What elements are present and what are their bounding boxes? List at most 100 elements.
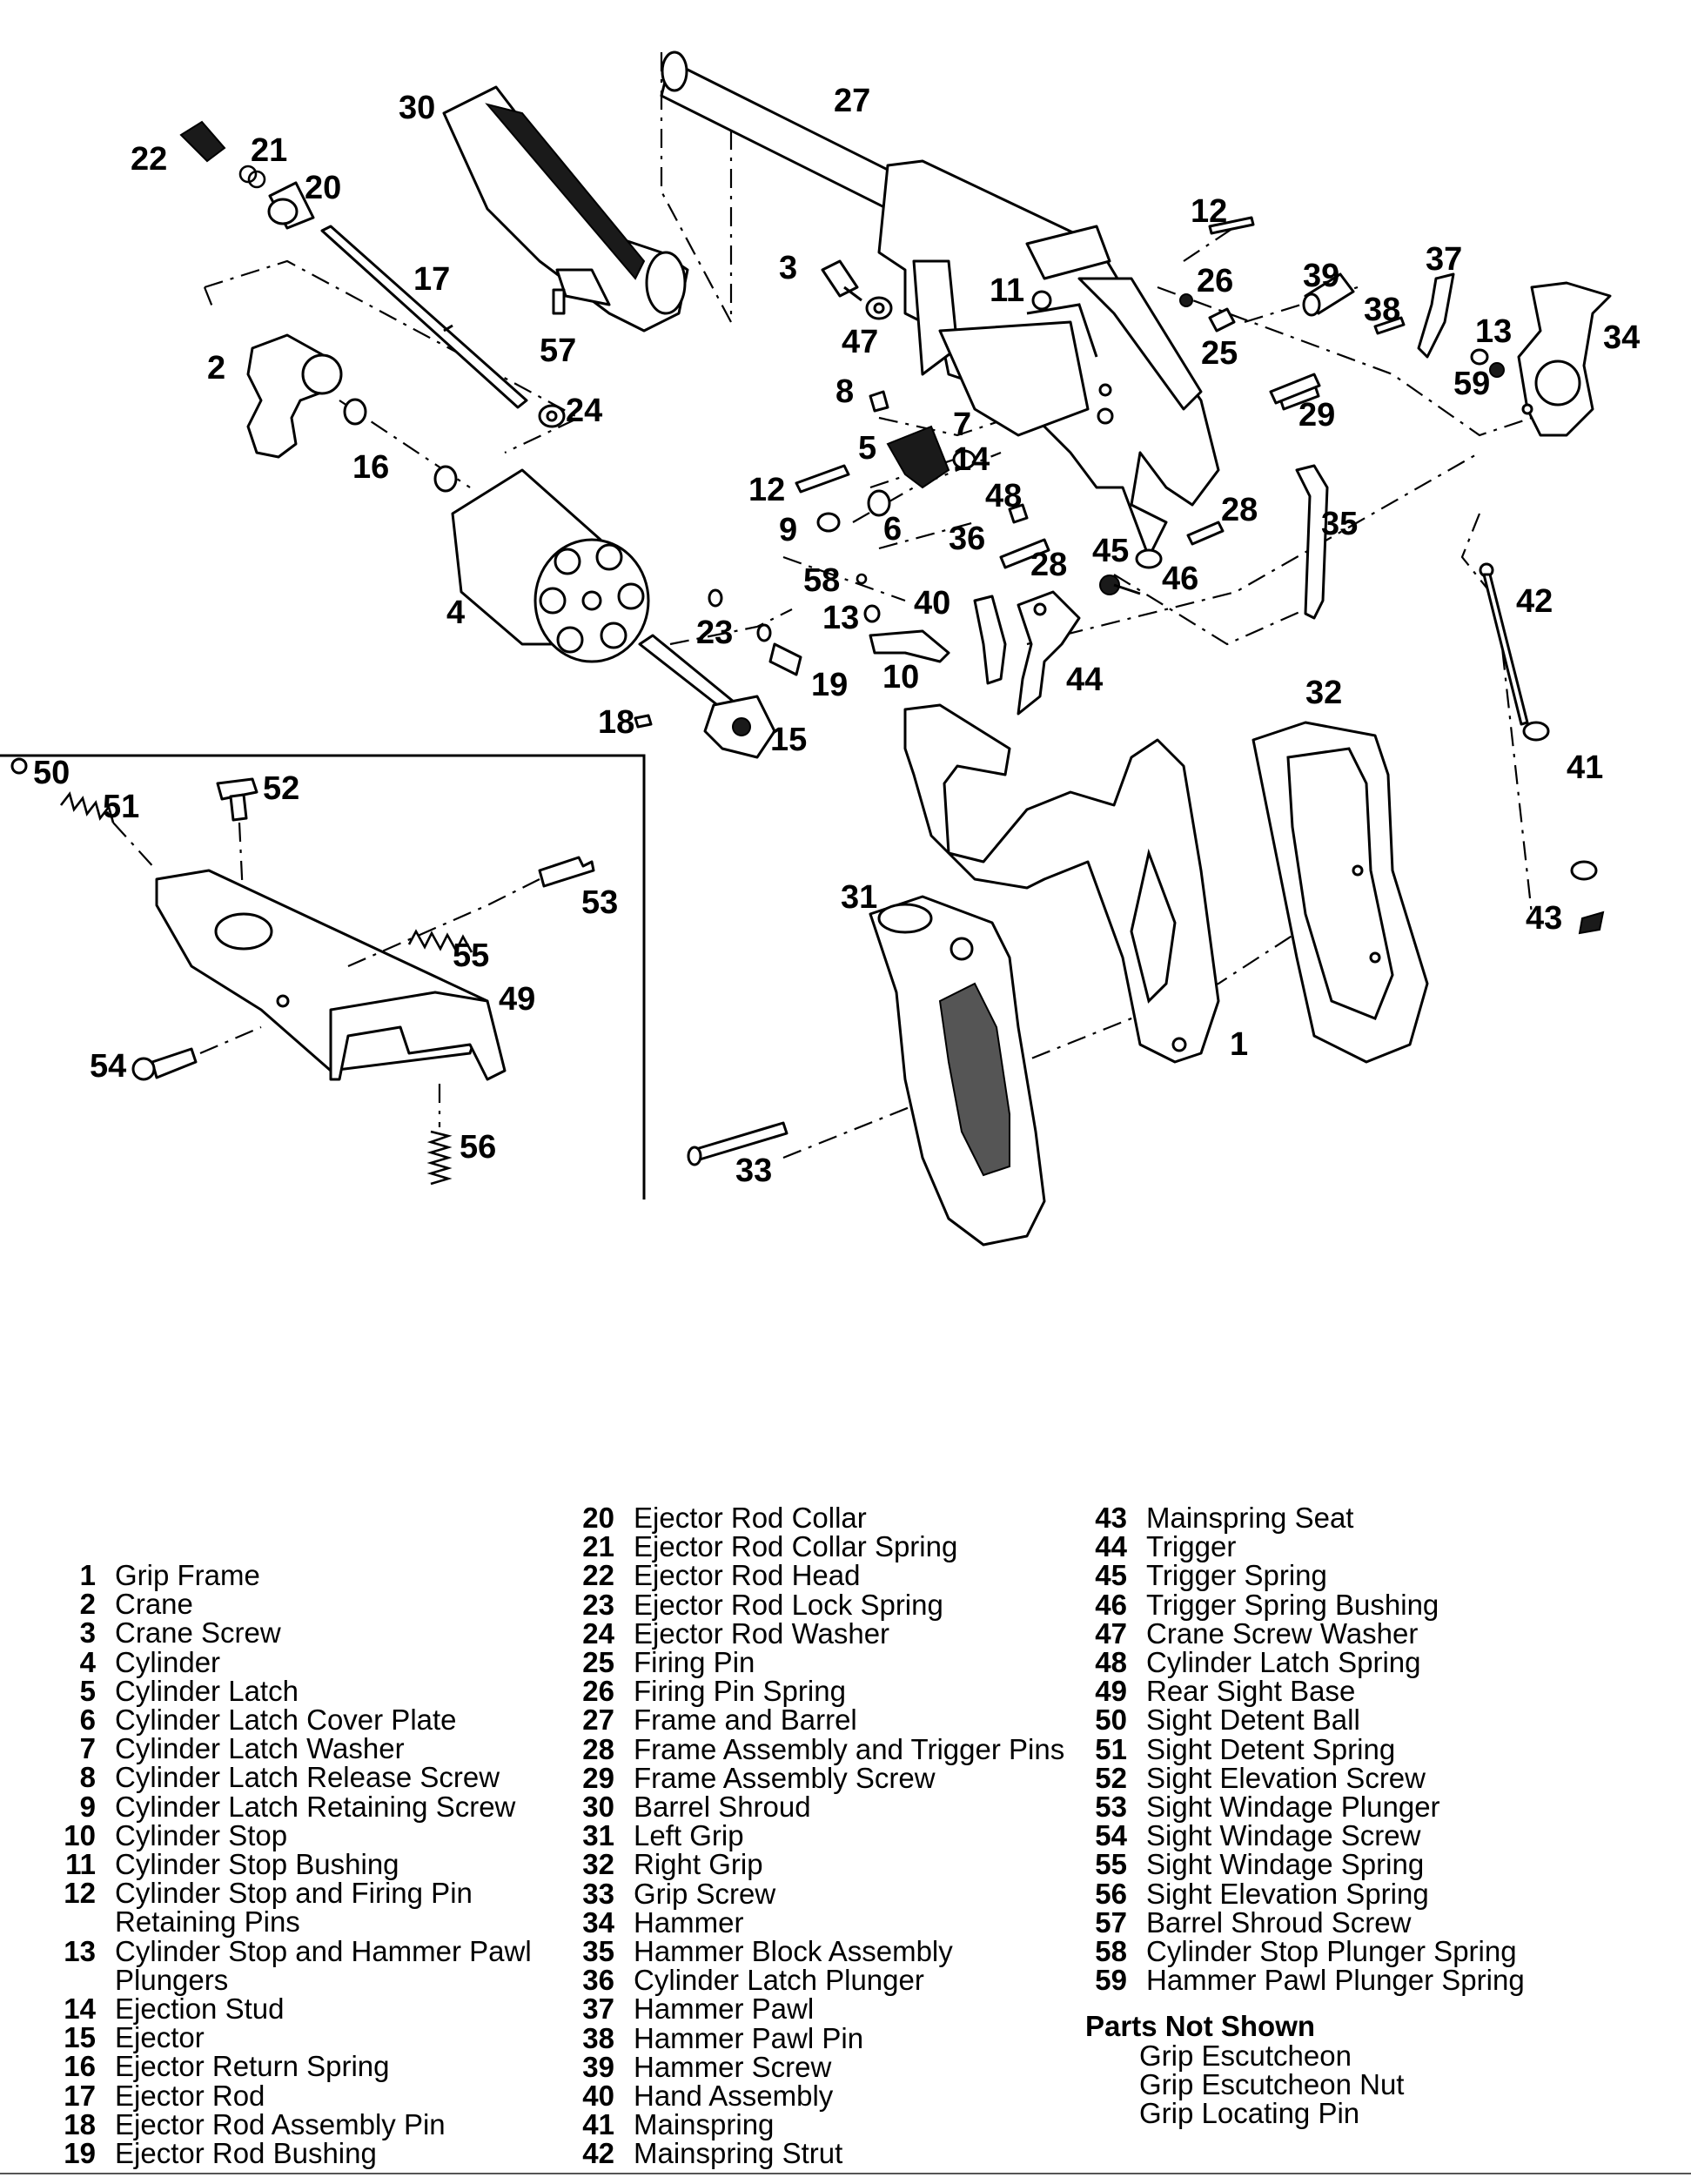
part-number: 4 [79, 1645, 96, 1678]
hammer-block [1295, 464, 1329, 620]
sight-windage-plunger [538, 856, 595, 888]
mainspring [1522, 721, 1598, 881]
part-number: 34 [582, 1905, 614, 1939]
callout-16: 16 [352, 449, 389, 486]
frame-and-barrel [660, 50, 1220, 559]
part-number: 38 [582, 2021, 614, 2054]
part-number: 7 [79, 1732, 96, 1765]
callout-47: 47 [842, 324, 878, 360]
callout-51: 51 [103, 789, 139, 825]
ejector-rod-washer [538, 404, 566, 428]
callout-48: 48 [985, 478, 1022, 514]
callout-7: 7 [953, 407, 971, 443]
part-name: Cylinder Latch Cover Plate [115, 1704, 457, 1737]
part-name: Firing Pin [634, 1646, 755, 1679]
part-number: 20 [582, 1502, 614, 1534]
part-number: 29 [582, 1761, 614, 1794]
callout-59: 59 [1453, 366, 1490, 402]
callout-49: 49 [499, 981, 535, 1018]
ejector-parts [634, 588, 802, 759]
part-number: 53 [1095, 1791, 1127, 1824]
part-number: 35 [582, 1935, 614, 1968]
callout-33: 33 [735, 1152, 772, 1189]
cylinder-stop [869, 629, 950, 663]
part-name: Hammer Pawl Plunger Spring [1146, 1964, 1525, 1997]
part-number: 37 [582, 1992, 614, 2026]
bottom-rule [0, 2173, 1691, 2174]
part-number: 41 [582, 2108, 614, 2141]
callout-17: 17 [413, 261, 450, 298]
part-name: Trigger Spring [1146, 1559, 1327, 1592]
part-name: Mainspring Seat [1146, 1502, 1354, 1534]
part-number: 15 [64, 2021, 96, 2054]
callout-10: 10 [882, 659, 919, 696]
part-name: Hammer Pawl Pin [634, 2021, 864, 2054]
callout-11: 11 [990, 272, 1024, 309]
part-number: 9 [79, 1790, 96, 1823]
part-name: Ejector Return Spring [115, 2050, 390, 2083]
part-number: 46 [1095, 1588, 1127, 1621]
part-name: Right Grip [634, 1848, 763, 1881]
ejector-rod [320, 225, 528, 409]
grip-screw [687, 1121, 788, 1166]
part-name: Crane Screw Washer [1146, 1616, 1419, 1650]
callout-53: 53 [581, 884, 618, 921]
part-name: Sight Windage Screw [1146, 1819, 1421, 1852]
part-name: Cylinder Latch Plunger [634, 1964, 924, 1997]
part-number: 3 [79, 1616, 96, 1650]
part-name: Trigger Spring Bushing [1146, 1588, 1439, 1621]
callout-14: 14 [953, 441, 990, 478]
part-number: 23 [582, 1588, 614, 1621]
callout-42: 42 [1516, 583, 1553, 620]
cylinder-stop-bushing [1031, 290, 1052, 311]
legend-row: 6 Cylinder Latch Cover Plate [49, 1705, 571, 1734]
frame-assembly-screw [1269, 373, 1321, 405]
hammer-pawl [1417, 272, 1455, 359]
callout-27: 27 [834, 83, 870, 119]
part-number: 10 [64, 1818, 96, 1851]
part-number: 47 [1095, 1616, 1127, 1650]
crane-screw [821, 259, 893, 320]
part-name: Grip Screw [634, 1877, 776, 1910]
part-name: Cylinder Stop and Firing Pin Retaining P… [115, 1877, 473, 1939]
part-number: 57 [1095, 1905, 1127, 1939]
callout-45: 45 [1092, 533, 1129, 569]
part-name: Grip Frame [115, 1559, 260, 1591]
rear-sight-inset [0, 754, 646, 1200]
part-name: Ejector Rod Head [634, 1559, 861, 1592]
part-name: Sight Detent Ball [1146, 1704, 1360, 1737]
firing-pin [1179, 293, 1236, 333]
callout-9: 9 [779, 512, 797, 548]
part-number: 6 [79, 1704, 96, 1737]
callout-30: 30 [399, 90, 435, 126]
part-name: Cylinder Latch [115, 1674, 299, 1707]
hammer-screw [1302, 272, 1355, 317]
part-number: 51 [1095, 1732, 1127, 1765]
part-name: Ejector Rod Collar Spring [634, 1530, 958, 1563]
callout-46: 46 [1162, 561, 1198, 597]
sight-detent-spring [59, 791, 115, 823]
part-name: Ejector Rod Lock Spring [634, 1588, 943, 1621]
